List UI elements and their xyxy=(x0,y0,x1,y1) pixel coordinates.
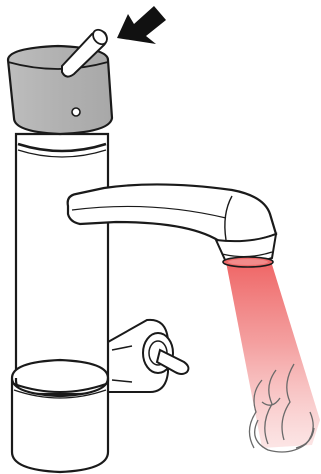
faucet-column xyxy=(16,134,108,394)
faucet-base xyxy=(12,360,108,472)
cap-indicator-dot xyxy=(72,108,80,116)
push-arrow xyxy=(117,6,166,44)
handle-cap xyxy=(8,46,112,134)
hot-water-stream xyxy=(226,258,320,448)
arrow-down-left-icon xyxy=(117,6,166,44)
rear-valve xyxy=(108,320,188,392)
